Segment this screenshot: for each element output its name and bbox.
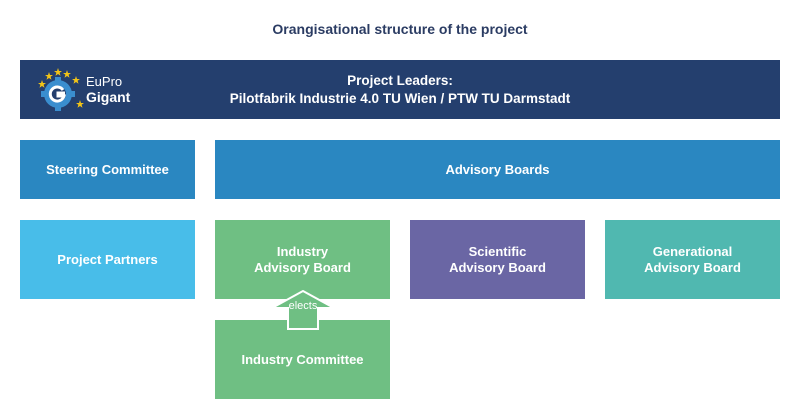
industry-board-line2: Advisory Board: [254, 259, 351, 275]
industry-advisory-board-box: Industry Advisory Board: [215, 220, 390, 299]
elects-arrow-icon: [271, 290, 335, 330]
scientific-board-line1: Scientific: [468, 243, 527, 259]
project-partners-box: Project Partners: [20, 220, 195, 299]
industry-committee-box: Industry Committee: [215, 320, 390, 399]
elects-label: elects: [288, 300, 318, 312]
logo-text-gigant: Gigant: [86, 89, 131, 105]
leaders-heading: Project Leaders:: [347, 72, 453, 88]
project-leaders-box: Project Leaders: Pilotfabrik Industrie 4…: [20, 60, 780, 119]
scientific-advisory-board-box: Scientific Advisory Board: [410, 220, 585, 299]
industry-board-line1: Industry: [276, 243, 329, 259]
project-partners-label: Project Partners: [57, 251, 158, 267]
logo-text-eupro: EuPro: [86, 74, 122, 89]
steering-committee-box: Steering Committee: [20, 140, 195, 199]
scientific-board-line2: Advisory Board: [449, 259, 546, 275]
generational-board-line2: Advisory Board: [644, 259, 741, 275]
generational-board-line1: Generational: [652, 243, 733, 259]
advisory-boards-label: Advisory Boards: [445, 161, 550, 177]
eupro-gigant-logo: EuPro Gigant: [38, 68, 131, 111]
generational-advisory-board-box: Generational Advisory Board: [605, 220, 780, 299]
industry-committee-label: Industry Committee: [241, 351, 364, 367]
leaders-names: Pilotfabrik Industrie 4.0 TU Wien / PTW …: [229, 90, 571, 106]
logo-stars: [38, 68, 84, 108]
advisory-boards-box: Advisory Boards: [215, 140, 780, 199]
steering-committee-label: Steering Committee: [46, 161, 169, 177]
logo-gear-icon: [41, 77, 75, 111]
diagram-title: Orangisational structure of the project: [272, 21, 528, 37]
